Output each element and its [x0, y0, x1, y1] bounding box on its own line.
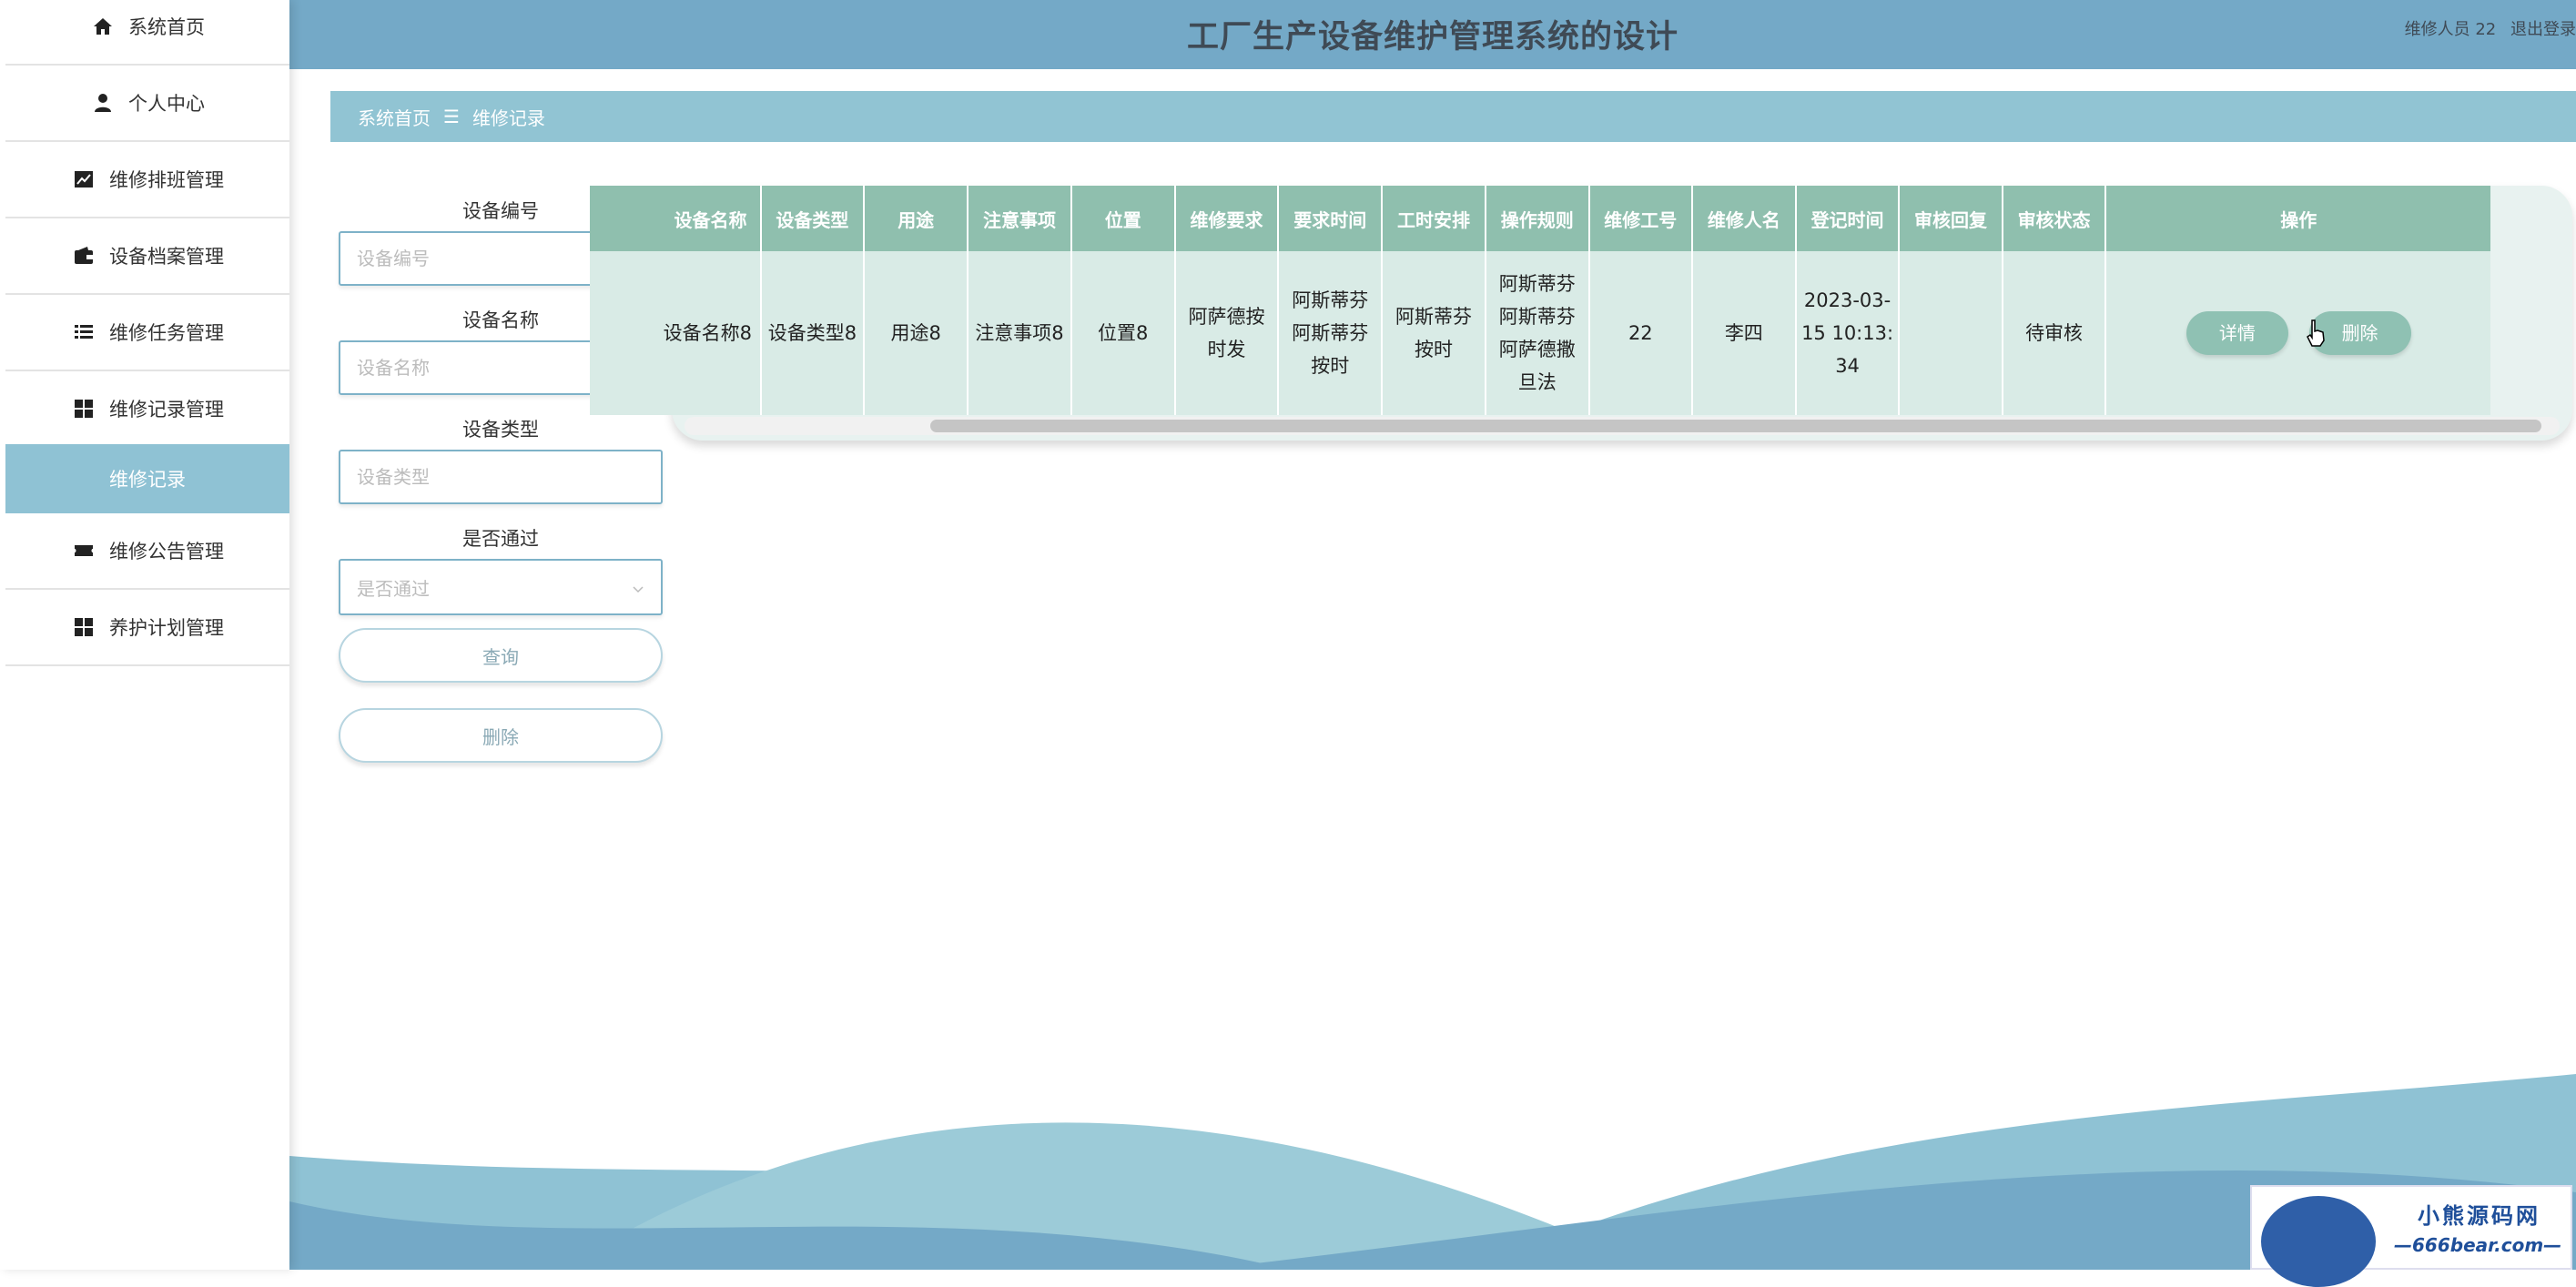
home-icon [90, 14, 116, 39]
column-header: 操作规则 [1485, 186, 1590, 251]
sidebar-item-label: 维修记录 [109, 469, 186, 491]
records-table: 设备名称 设备类型 用途 注意事项 位置 维修要求 要求时间 工时安排 操作规则… [590, 186, 2490, 415]
records-table-container: 设备名称 设备类型 用途 注意事项 位置 维修要求 要求时间 工时安排 操作规则… [590, 186, 2572, 441]
column-header: 维修人名 [1691, 186, 1797, 251]
type-input[interactable] [339, 450, 663, 504]
decorative-waves [289, 1074, 2576, 1270]
column-header: 设备类型 [760, 186, 866, 251]
name-label: 设备名称 [462, 309, 539, 331]
column-header: 登记时间 [1795, 186, 1901, 251]
chart-line-icon [71, 167, 96, 192]
column-header: 审核状态 [2002, 186, 2107, 251]
column-header: 注意事项 [968, 186, 1072, 251]
column-header: 用途 [864, 186, 969, 251]
detail-button[interactable]: 详情 [2186, 311, 2288, 355]
sidebar-item-records-mgmt[interactable]: 维修记录管理 [5, 371, 289, 448]
scrollbar-thumb[interactable] [930, 420, 2541, 432]
sidebar-item-notice[interactable]: 维修公告管理 [5, 513, 289, 590]
cell-work-hours: 阿斯蒂芬按时 [1382, 251, 1486, 415]
watermark-logo: 小熊源码网 —666bear.com— [2250, 1185, 2572, 1287]
sidebar-item-records[interactable]: 维修记录 [5, 444, 289, 513]
ticket-icon [71, 538, 96, 563]
header-user-area: 维修人员 22 退出登录 [2396, 16, 2576, 40]
cell-usage: 用途8 [864, 251, 969, 415]
pass-select[interactable]: 是否通过 [339, 559, 663, 615]
cell-requirement: 阿萨德按时发 [1174, 251, 1280, 415]
bear-icon [2261, 1196, 2376, 1287]
cell-worker-id: 22 [1588, 251, 1693, 415]
watermark-subtitle: —666bear.com— [2394, 1234, 2562, 1256]
chevron-down-icon [632, 576, 644, 598]
sidebar-item-label: 维修记录管理 [109, 399, 224, 421]
cell-operations: 详情 删除 [2105, 251, 2490, 415]
sidebar-item-home[interactable]: 系统首页 [5, 0, 289, 66]
column-header: 要求时间 [1278, 186, 1384, 251]
search-panel: 设备编号 设备名称 设备类型 是否通过 是否通过 查询 删除 [339, 191, 663, 763]
cell-equipment-name: 设备名称8 [590, 251, 762, 415]
cell-worker-name: 李四 [1691, 251, 1797, 415]
grid-icon [71, 396, 96, 421]
sidebar-item-label: 维修公告管理 [109, 541, 224, 562]
sidebar-item-label: 维修排班管理 [109, 169, 224, 191]
table-header-row: 设备名称 设备类型 用途 注意事项 位置 维修要求 要求时间 工时安排 操作规则… [590, 186, 2490, 251]
breadcrumb: 系统首页 ☰ 维修记录 [330, 91, 2576, 142]
breadcrumb-current: 维修记录 [472, 106, 545, 129]
sidebar-item-label: 维修任务管理 [109, 322, 224, 344]
column-header: 审核回复 [1899, 186, 2003, 251]
column-header: 操作 [2105, 186, 2490, 251]
sidebar-item-tasks[interactable]: 维修任务管理 [5, 295, 289, 371]
sidebar-item-label: 设备档案管理 [109, 246, 224, 268]
column-header: 维修工号 [1588, 186, 1693, 251]
hand-cursor-icon [2305, 319, 2327, 348]
cell-register-time: 2023-03-15 10:13:34 [1795, 251, 1901, 415]
type-label: 设备类型 [462, 419, 539, 441]
cell-review-status: 待审核 [2002, 251, 2107, 415]
cell-required-time: 阿斯蒂芬阿斯蒂芬按时 [1278, 251, 1384, 415]
user-icon [90, 90, 116, 116]
cell-location: 位置8 [1070, 251, 1176, 415]
page-title: 工厂生产设备维护管理系统的设计 [1186, 19, 1678, 56]
query-button[interactable]: 查询 [339, 628, 663, 683]
current-user: 维修人员 22 [2404, 20, 2497, 39]
pass-label: 是否通过 [462, 528, 539, 550]
watermark-title: 小熊源码网 [2418, 1202, 2541, 1229]
sidebar-item-profile[interactable]: 个人中心 [5, 66, 289, 142]
column-header: 位置 [1070, 186, 1176, 251]
wallet-icon [71, 243, 96, 269]
grid-icon [71, 614, 96, 640]
sidebar-item-label: 个人中心 [128, 93, 205, 115]
sidebar-item-equipment[interactable]: 设备档案管理 [5, 218, 289, 295]
logout-link[interactable]: 退出登录 [2510, 20, 2576, 39]
sidebar-item-label: 养护计划管理 [109, 617, 224, 639]
column-header: 工时安排 [1382, 186, 1486, 251]
list-icon [71, 319, 96, 345]
cell-operation-rules: 阿斯蒂芬阿斯蒂芬阿萨德撒旦法 [1485, 251, 1590, 415]
batch-delete-button[interactable]: 删除 [339, 708, 663, 763]
row-delete-button[interactable]: 删除 [2308, 311, 2411, 355]
breadcrumb-home[interactable]: 系统首页 [358, 106, 431, 129]
column-header: 设备名称 [590, 186, 762, 251]
sidebar-item-maintenance-plan[interactable]: 养护计划管理 [5, 590, 289, 666]
pass-select-value: 是否通过 [357, 577, 430, 600]
cell-notes: 注意事项8 [968, 251, 1072, 415]
sidebar-item-schedule[interactable]: 维修排班管理 [5, 142, 289, 218]
cell-review-reply [1899, 251, 2003, 415]
sidebar: 系统首页 个人中心 维修排班管理 设备档案管理 维修任务管理 维修记录管理 维修… [0, 0, 289, 1270]
cell-equipment-type: 设备类型8 [760, 251, 866, 415]
code-label: 设备编号 [462, 200, 539, 222]
table-horizontal-scrollbar[interactable] [685, 417, 2560, 435]
sidebar-item-label: 系统首页 [128, 16, 205, 38]
column-header: 维修要求 [1174, 186, 1280, 251]
breadcrumb-separator-icon: ☰ [443, 106, 460, 127]
header: 工厂生产设备维护管理系统的设计 维修人员 22 退出登录 [289, 0, 2576, 69]
table-row: 设备名称8 设备类型8 用途8 注意事项8 位置8 阿萨德按时发 阿斯蒂芬阿斯蒂… [590, 251, 2490, 415]
